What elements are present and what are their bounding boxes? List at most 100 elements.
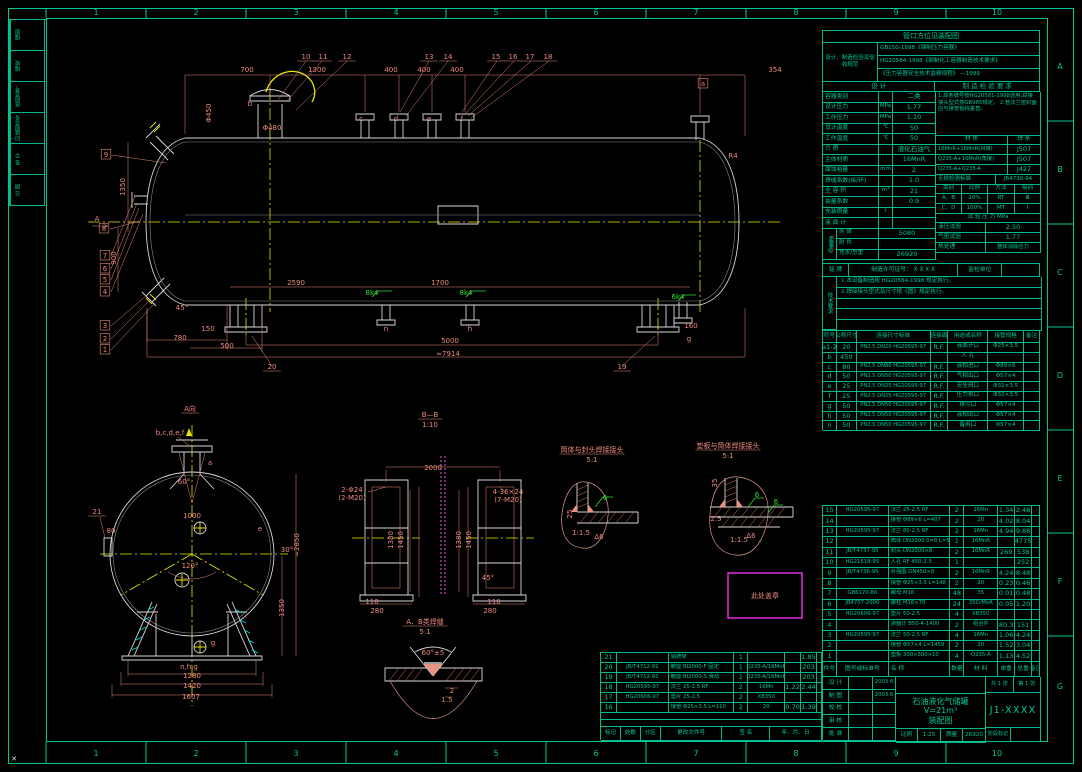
param-label: 全 容 积	[823, 186, 879, 197]
nozzle-symbol: h	[823, 411, 837, 422]
part-material	[748, 653, 786, 663]
drawing-annotation: A、B类焊缝	[406, 617, 444, 626]
mass-row-value: 26920	[879, 249, 936, 260]
part-qty: 1	[950, 557, 965, 569]
part-total-weight: 0.48	[1015, 589, 1033, 600]
drawing-annotation: 12	[343, 53, 352, 61]
note-line-2: 2.管法兰密封面应与接管轴线垂直。	[938, 99, 1037, 113]
drawing-annotation: Φ480	[263, 124, 282, 132]
test-value: 2.50	[986, 223, 1041, 233]
signature-date	[873, 702, 896, 716]
margin-block-blank	[24, 144, 44, 174]
nozzle-symbol: g	[823, 401, 837, 412]
part-unit-weight: 0.70	[785, 703, 802, 713]
part-qty: 1	[734, 653, 749, 663]
drawing-annotation: 2-Φ24	[341, 486, 363, 494]
drawing-annotation: 8k4	[366, 289, 380, 297]
nozzle-symbol: d	[823, 372, 837, 383]
part-unit-weight: 4.24	[998, 568, 1016, 579]
ht-value: 整体消除应力	[986, 243, 1041, 253]
nozzle-col-pipe: 接管规格	[988, 331, 1025, 343]
part-total-weight: 8.48	[1015, 568, 1033, 579]
parts-row: 14 接管 Φ89×6 L=407 2 20 4.02 8.04	[823, 516, 1040, 527]
end-view-saddle-hatch	[131, 606, 259, 654]
part-std: HG20606-97	[616, 693, 669, 703]
callout-box	[99, 333, 111, 344]
part-total-weight: 9.88	[1015, 526, 1033, 538]
nozzle-pipe: Φ57×4	[988, 372, 1025, 383]
zone-label: 1	[93, 749, 98, 758]
param-unit: ℃	[879, 123, 893, 134]
signature-row: 批 准	[823, 728, 896, 741]
nozzle-note	[1024, 343, 1040, 353]
margin-block-label: 旧底图总号	[10, 113, 24, 143]
part-note	[817, 663, 822, 673]
part-qty: 2	[734, 693, 749, 703]
drawing-annotation: 21	[93, 508, 102, 516]
drawing-annotation: 35	[711, 479, 719, 488]
rev-date: 年、月、日	[770, 727, 822, 741]
zone-label: 10	[992, 8, 1002, 17]
parts-row: 17 HG20606-97 垫片 25-2.5 2 XB350	[601, 693, 822, 703]
title-line-1: 石油液化气储罐	[912, 697, 969, 707]
parts-col-total: 总重	[1015, 661, 1033, 677]
part-std	[836, 620, 889, 631]
nozzle-pipe	[988, 352, 1025, 363]
drawing-annotation: 16	[509, 53, 518, 61]
margin-block-label: 描图	[10, 20, 24, 50]
part-total-weight	[801, 693, 817, 703]
drawing-annotation: 400	[417, 66, 430, 74]
margin-block: 描校	[9, 51, 45, 82]
nozzle-dn: 25	[836, 391, 857, 402]
nozzle-pipe: Φ57×4	[988, 421, 1025, 432]
part-no: 11	[823, 547, 837, 558]
drawing-annotation: c	[359, 115, 363, 123]
sheets-total: 共 1 张	[986, 677, 1014, 693]
signature-date	[873, 728, 896, 741]
drawing-annotation: ≈2850	[293, 533, 301, 557]
zone-label: 8	[793, 8, 798, 17]
drawing-annotation: b,c,d,e,f	[156, 429, 185, 437]
part-std: HG20595-97	[616, 683, 669, 693]
part-name: 垫板 300×300×10	[888, 651, 951, 662]
zone-label: C	[1057, 268, 1063, 277]
drawing-annotation: 1280	[183, 672, 201, 680]
margin-block: 描图	[9, 20, 45, 51]
nozzle-service: 液相进口	[948, 362, 989, 373]
param-unit: t	[879, 207, 893, 218]
drawing-annotation: 10	[302, 53, 311, 61]
nozzle-std: PN2.5 DN25 HG20595-97	[856, 391, 931, 402]
part-std	[616, 653, 669, 663]
stage-blank	[1011, 728, 1041, 742]
drawing-annotation: 500	[220, 342, 233, 350]
drawing-annotation: 160	[684, 322, 697, 330]
callout-box	[99, 263, 111, 274]
nozzle-face: R.F.	[930, 343, 949, 353]
param-value: 50	[893, 123, 936, 134]
parts-row: 1 垫板 300×300×10 4 Q235-A 1.13 4.52	[823, 651, 1040, 662]
part-name: 法兰 25-2.5 RF	[888, 506, 951, 517]
drawing-annotation: Φ450	[205, 104, 213, 123]
signature-name	[849, 689, 873, 703]
drawing-annotation: h	[468, 325, 472, 333]
drawing-annotation: 1450	[397, 531, 405, 549]
zone-label: 2	[193, 8, 198, 17]
part-unit-weight	[998, 557, 1016, 569]
ndt-col-method: 方法	[988, 185, 1015, 194]
part-unit-weight: 1.22	[785, 683, 802, 693]
end-view-geometry	[103, 439, 275, 661]
drawing-annotation: 700	[240, 66, 253, 74]
part-std: JB/T4712-92	[616, 673, 669, 683]
nozzle-dn: 50	[836, 372, 857, 383]
param-label: 腐蚀裕量	[823, 165, 879, 176]
design-header: 设 计	[823, 82, 936, 92]
nozzle-face: R.F.	[930, 411, 949, 422]
ndt-ratio: 100%	[962, 204, 988, 214]
nozzle-table: 符号 公称尺寸 连接尺寸标准 连接面 用途或名称 接管规格 备注 a1-2 20…	[822, 330, 1040, 432]
zone-label: 1	[93, 8, 98, 17]
signature-date: 2003.6	[873, 677, 896, 690]
zone-label: 6	[593, 8, 598, 17]
drawing-annotation: 400	[450, 66, 463, 74]
part-material: Q235-A/16MnR	[748, 663, 786, 673]
